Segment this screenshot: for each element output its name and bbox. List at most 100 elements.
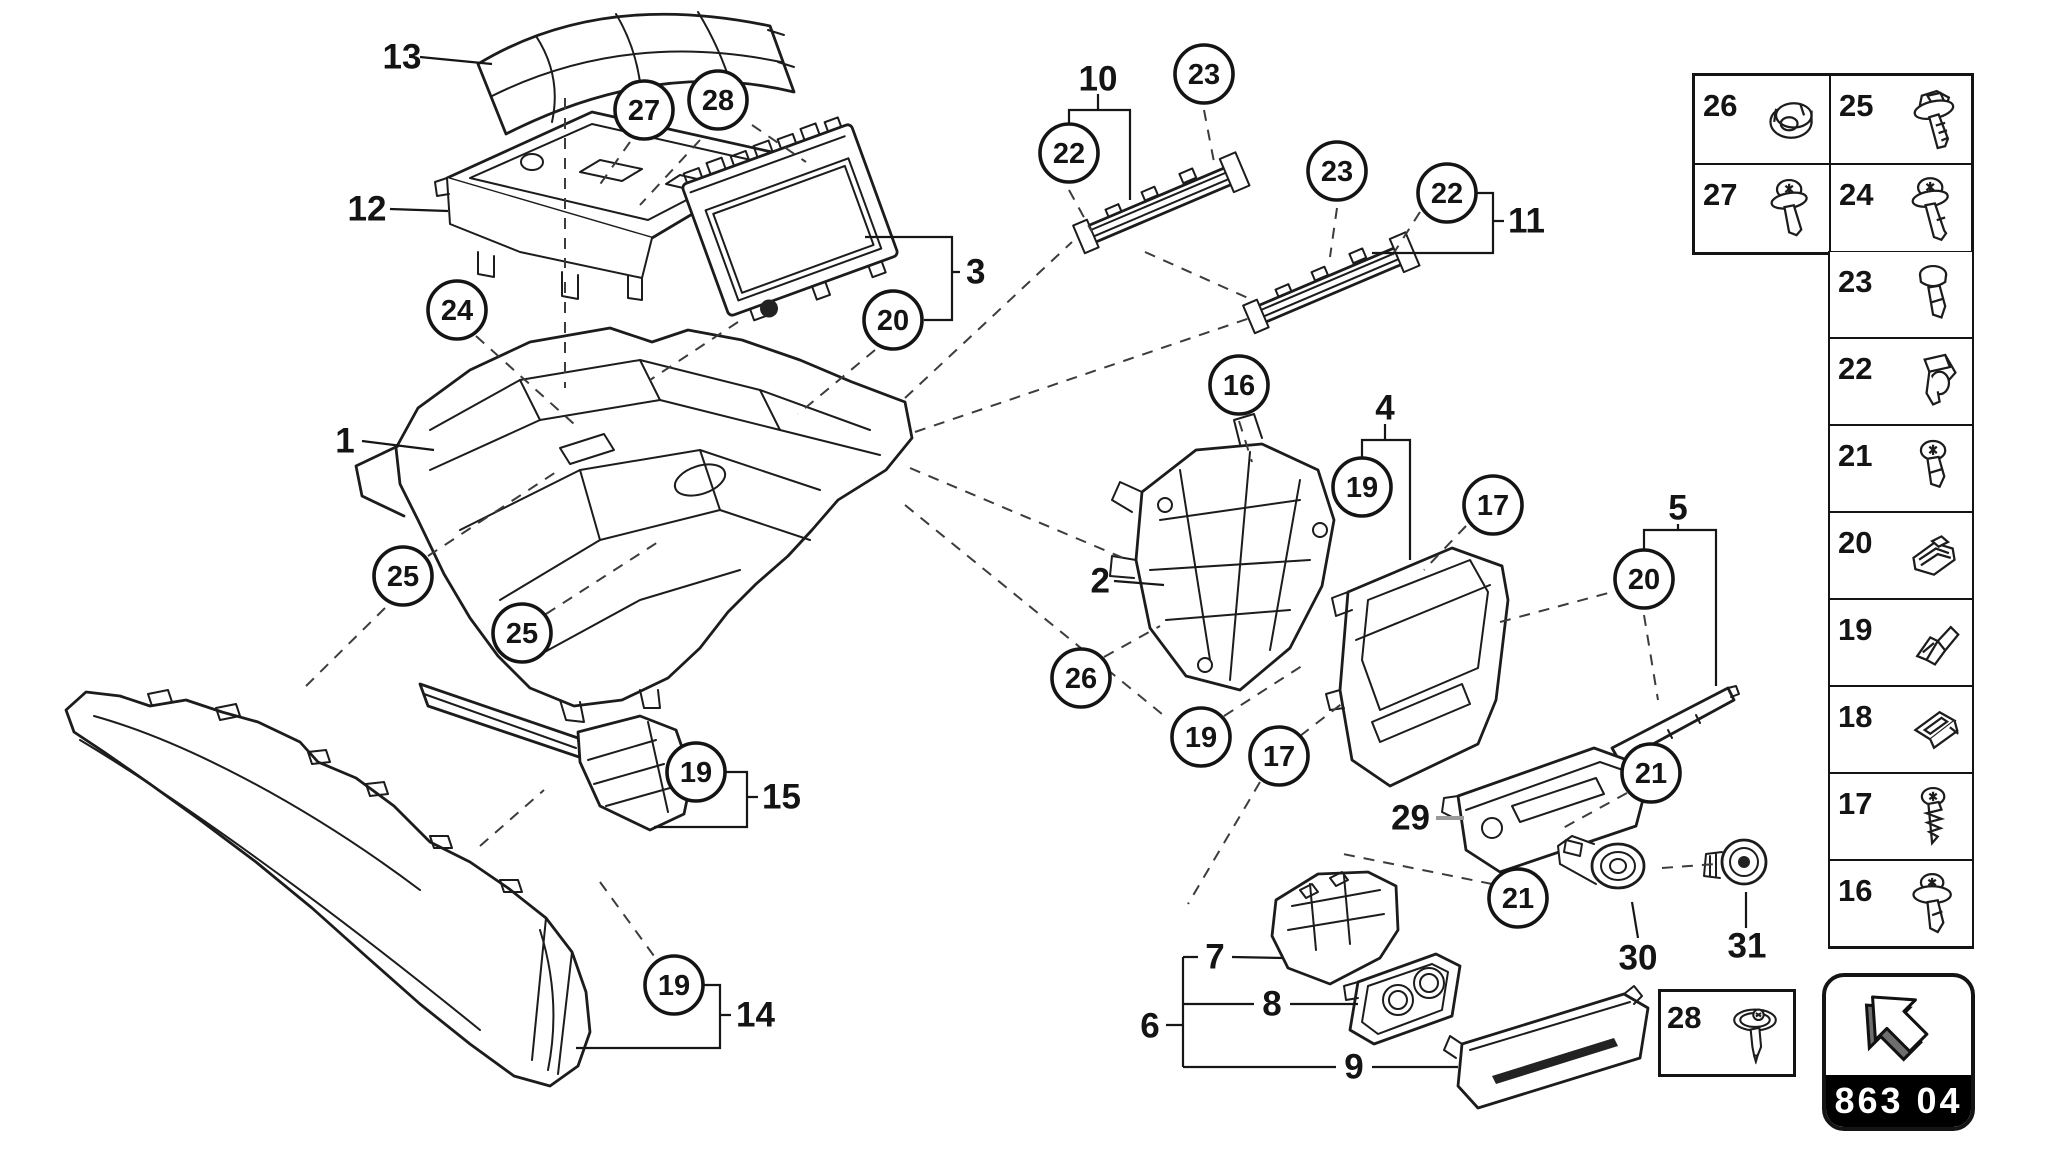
- screw-washer-icon: [1763, 171, 1819, 247]
- callout-label-2: 2: [1091, 562, 1110, 601]
- legend-number: 26: [1703, 88, 1738, 123]
- callout-circle-28: 28: [687, 69, 749, 131]
- legend-number: 16: [1838, 873, 1873, 908]
- callout-label-13: 13: [383, 38, 422, 77]
- callout-label-31: 31: [1728, 927, 1767, 966]
- clip-fork-icon: [1906, 605, 1962, 681]
- legend-cell-27: 27: [1694, 164, 1830, 253]
- svg-text:24: 24: [441, 295, 473, 327]
- legend-number: 21: [1838, 438, 1873, 473]
- svg-text:21: 21: [1502, 883, 1534, 915]
- svg-text:23: 23: [1188, 59, 1220, 91]
- callout-circle-19: 19: [1331, 456, 1393, 518]
- callout-circle-24: 24: [426, 279, 488, 341]
- callout-label-6: 6: [1140, 1007, 1159, 1046]
- svg-text:23: 23: [1321, 156, 1353, 188]
- part-10-bracket-rail: [1072, 151, 1251, 255]
- part-drawings: [64, 11, 1768, 1110]
- screw-flange-icon: [1906, 866, 1962, 942]
- nut-icon: [1763, 82, 1819, 158]
- part-30-power-socket: [1557, 835, 1646, 890]
- callout-label-30: 30: [1619, 939, 1658, 978]
- callout-label-5: 5: [1668, 489, 1687, 528]
- legend-cell-19: 19: [1830, 599, 1972, 686]
- legend-cell-21: 21: [1830, 425, 1972, 512]
- callout-circle-20: 20: [1613, 548, 1675, 610]
- svg-text:20: 20: [1628, 564, 1660, 596]
- callout-circle-16: 16: [1208, 354, 1270, 416]
- callout-label-4: 4: [1375, 389, 1395, 428]
- callout-label-11: 11: [1508, 202, 1545, 241]
- callout-circle-19: 19: [665, 741, 727, 803]
- part-1-console-frame: [354, 326, 914, 723]
- section-code: 863 04: [1826, 1075, 1971, 1127]
- screw-pan-icon: [1906, 257, 1962, 333]
- callout-circle-21: 21: [1620, 742, 1682, 804]
- legend-cell-18: 18: [1830, 686, 1972, 773]
- callout-label-9: 9: [1344, 1048, 1363, 1087]
- part-14-console-side-panel: [64, 689, 592, 1088]
- callout-circle-21: 21: [1487, 867, 1549, 929]
- clip-hook-icon: [1906, 344, 1962, 420]
- legend-cell-22: 22: [1830, 338, 1972, 425]
- screw-short-icon: [1906, 431, 1962, 507]
- svg-text:21: 21: [1635, 758, 1667, 790]
- svg-text:17: 17: [1477, 490, 1509, 522]
- callout-circle-19: 19: [643, 954, 705, 1016]
- badge-arrow-area: [1826, 977, 1971, 1075]
- svg-text:26: 26: [1065, 663, 1097, 695]
- part-29-switch-trim: [1441, 746, 1648, 874]
- callout-label-12: 12: [348, 190, 387, 229]
- callout-label-1: 1: [335, 422, 354, 461]
- clip-wide-icon: [1906, 518, 1962, 594]
- callout-circle-17: 17: [1462, 474, 1524, 536]
- assembly-dashed-lines: [301, 98, 1717, 957]
- screw-washer-long-icon: [1905, 171, 1961, 247]
- legend-cell-16: 16: [1830, 860, 1972, 947]
- callout-circle-19: 19: [1170, 706, 1232, 768]
- svg-text:19: 19: [1185, 722, 1217, 754]
- callout-label-15: 15: [762, 778, 801, 817]
- fastener-legend-grid: 26 25 27 24: [1692, 73, 1974, 255]
- part-8-switch-plate: [1343, 952, 1462, 1046]
- callout-label-7: 7: [1205, 938, 1224, 977]
- legend-cell-20: 20: [1830, 512, 1972, 599]
- legend-cell-26: 26: [1694, 75, 1830, 164]
- part-9-trim-cover: [1443, 985, 1650, 1110]
- callout-label-10: 10: [1079, 60, 1118, 99]
- part-4-storage-compartment: [1325, 546, 1510, 788]
- legend-number: 25: [1839, 88, 1874, 123]
- callout-label-3: 3: [966, 253, 985, 292]
- svg-text:20: 20: [877, 305, 909, 337]
- section-badge: 863 04: [1822, 973, 1975, 1131]
- inset-28-box: 28: [1658, 989, 1796, 1077]
- svg-text:28: 28: [702, 85, 734, 117]
- part-11-bracket-rail: [1242, 231, 1421, 335]
- legend-cell-24: 24: [1830, 164, 1972, 253]
- svg-text:19: 19: [680, 757, 712, 789]
- bolt-washer-icon: [1905, 82, 1961, 158]
- arrow-up-left-icon: [1847, 978, 1951, 1074]
- callout-circle-17: 17: [1248, 725, 1310, 787]
- legend-cell-17: 17: [1830, 773, 1972, 860]
- callout-circle-22: 22: [1038, 122, 1100, 184]
- legend-number: 17: [1838, 786, 1873, 821]
- part-31-socket-insert: [1703, 838, 1768, 886]
- screw-coarse-icon: [1906, 779, 1962, 855]
- legend-cell-23: 23: [1830, 251, 1972, 338]
- svg-text:17: 17: [1263, 741, 1295, 773]
- part-15-side-strip: [418, 682, 694, 832]
- legend-number: 20: [1838, 525, 1873, 560]
- callout-circle-26: 26: [1050, 647, 1112, 709]
- callout-label-14: 14: [736, 996, 775, 1035]
- legend-number: 24: [1839, 177, 1874, 212]
- part-7-socket-housing: [1270, 870, 1400, 986]
- callout-circle-23: 23: [1306, 140, 1368, 202]
- part-3-radio-frame: [681, 116, 899, 322]
- svg-text:25: 25: [506, 618, 538, 650]
- legend-number: 18: [1838, 699, 1873, 734]
